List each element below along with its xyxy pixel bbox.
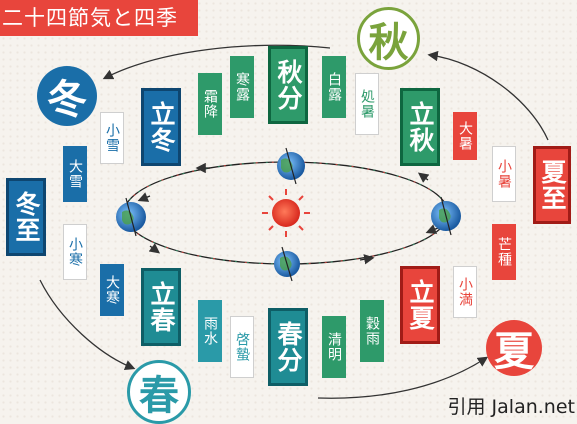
season-summer-circle: 夏 — [486, 320, 542, 376]
term-shunbun: 春分 — [268, 308, 308, 386]
term-seimei: 清明 — [322, 316, 346, 378]
term-taisho: 大暑 — [453, 112, 477, 160]
term-geshi: 夏至 — [533, 146, 571, 224]
earth-icon-right — [431, 196, 461, 236]
arrow-summer-to-autumn — [427, 50, 549, 141]
term-shouman: 小満 — [453, 266, 477, 318]
term-shosho: 処暑 — [355, 73, 379, 135]
term-boushu: 芒種 — [492, 224, 516, 280]
term-touji: 冬至 — [6, 178, 46, 256]
arrow-spring-to-summer — [317, 356, 489, 399]
orbit-arrow-left — [148, 243, 161, 254]
arrow-winter-to-spring — [39, 279, 136, 370]
term-kokuu: 穀雨 — [360, 300, 384, 362]
term-risshu: 立秋 — [400, 88, 440, 166]
earth-icon-bottom — [274, 246, 300, 282]
term-usui: 雨水 — [198, 300, 222, 362]
term-hakuro: 白露 — [322, 56, 346, 118]
earth-icon-top — [277, 147, 305, 185]
term-shousho: 小暑 — [492, 146, 516, 202]
term-rittou: 立冬 — [141, 88, 181, 166]
arrow-autumn-to-winter — [102, 44, 331, 80]
term-shousetsu: 小雪 — [100, 112, 124, 164]
season-winter-circle: 冬 — [37, 66, 97, 126]
page-title: 二十四節気と四季 — [0, 0, 198, 36]
sun-icon — [262, 189, 310, 237]
term-taisetsu: 大雪 — [63, 146, 87, 202]
season-spring-circle: 春 — [127, 360, 191, 424]
earth-icon-left — [116, 197, 146, 237]
orbit-arrow-right — [417, 172, 430, 183]
term-shubun: 秋分 — [268, 46, 308, 124]
term-kanro: 寒露 — [230, 56, 254, 118]
orbit-arrow-bottom — [359, 254, 375, 265]
term-keichitsu: 啓蟄 — [230, 316, 254, 378]
term-rikka: 立夏 — [400, 266, 440, 344]
credit-text: 引用 Jalan.net — [447, 396, 575, 418]
term-daikan: 大寒 — [100, 264, 124, 316]
term-shoukan: 小寒 — [63, 224, 87, 280]
season-autumn-circle: 秋 — [357, 7, 420, 70]
term-soukou: 霜降 — [198, 73, 222, 135]
term-risshun: 立春 — [141, 268, 181, 346]
